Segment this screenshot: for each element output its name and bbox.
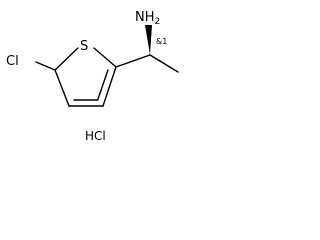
stereo-descriptor: &1	[156, 37, 167, 46]
bond-stereocenter-methyl	[149, 54, 179, 73]
bond-c2-stereocenter	[115, 54, 151, 68]
bond-s-c5	[54, 47, 79, 71]
atom-amine-subscript: 2	[155, 17, 161, 27]
bond-c5-cl	[35, 61, 56, 71]
atom-amine: NH2	[135, 10, 160, 27]
atom-amine-nh: NH	[135, 10, 155, 25]
chemical-structure: Cl S NH2 &1 HCl	[6, 10, 179, 143]
atom-s: S	[80, 39, 88, 54]
atom-cl: Cl	[6, 54, 19, 69]
salt-label: HCl	[85, 129, 106, 143]
wedge-bond-nh2	[145, 25, 152, 55]
bond-c5-c4	[54, 69, 70, 107]
bond-s-c2	[93, 47, 117, 68]
bond-c3-c2	[102, 66, 117, 107]
bond-c3-c2-inner	[97, 69, 109, 100]
